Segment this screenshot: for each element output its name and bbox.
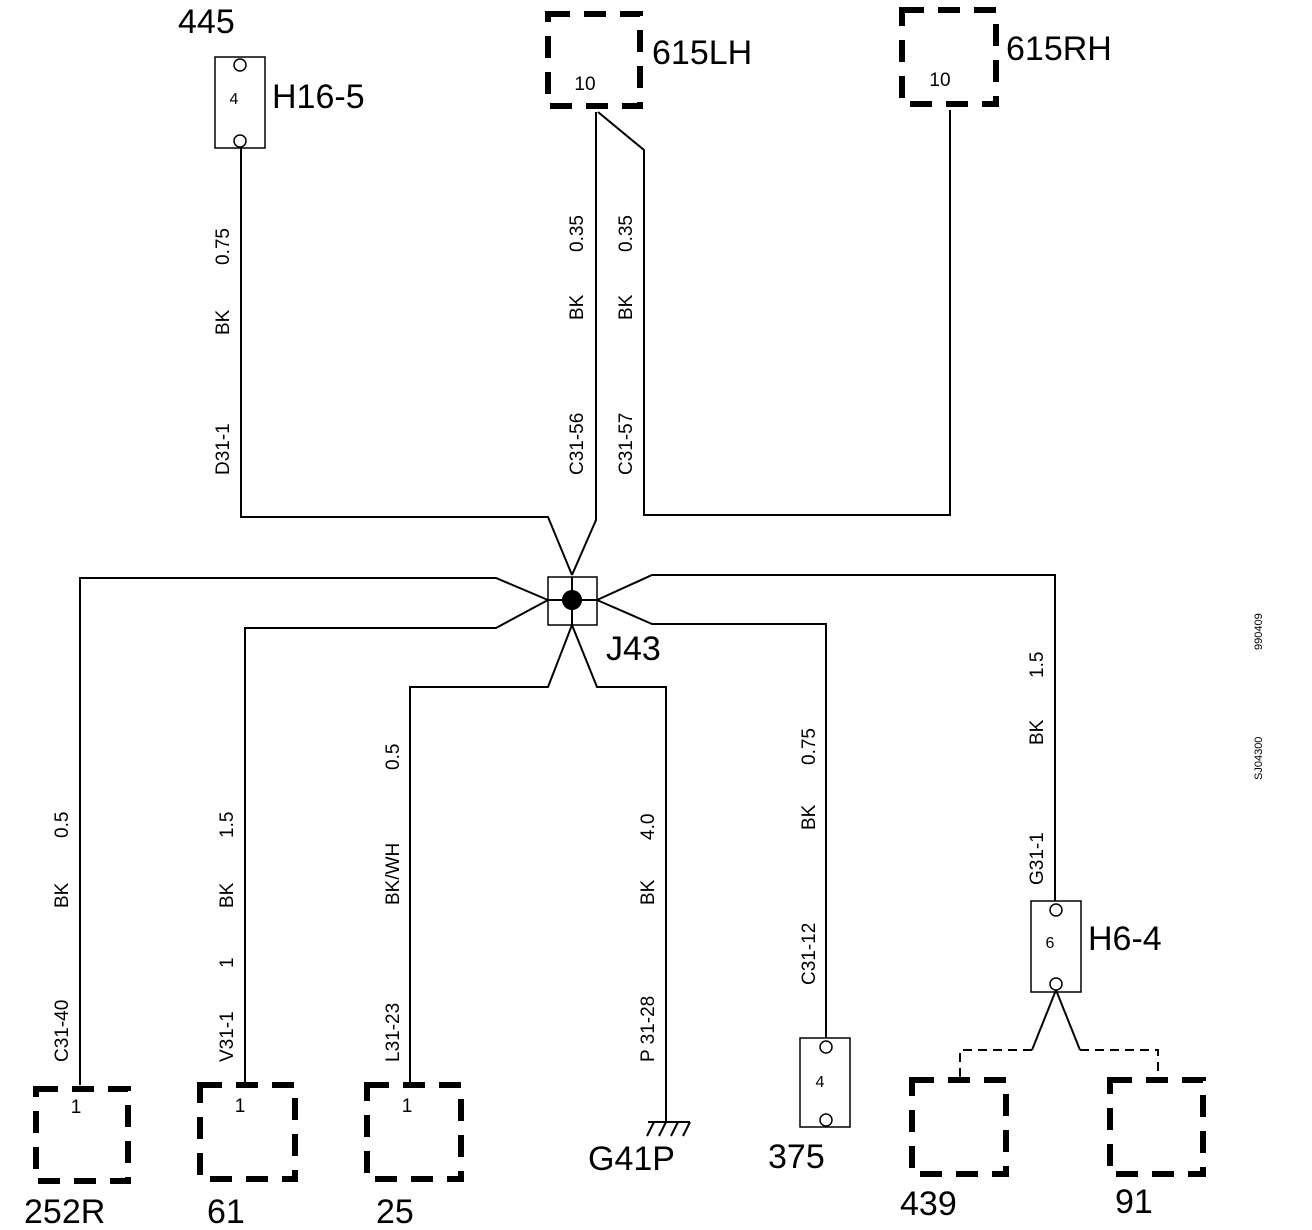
component-label: 439 — [900, 1185, 957, 1223]
component-label: 615LH — [652, 34, 752, 72]
wire-circuit: L31-23 — [383, 1003, 404, 1062]
wire-color: BK — [217, 882, 238, 908]
component-label: 615RH — [1006, 30, 1112, 68]
wire-circuit: C31-40 — [52, 1000, 73, 1062]
pin-number: 10 — [574, 74, 595, 95]
wire-size: 0.5 — [52, 812, 73, 838]
component-615rh: 10 615RH — [899, 7, 1112, 107]
ground-label: G41P — [588, 1140, 675, 1178]
connector-label: H16-5 — [272, 78, 365, 116]
wire-circuit: C31-56 — [567, 413, 588, 475]
wire-color: BK — [638, 879, 659, 905]
wire-25 — [409, 624, 573, 1085]
pin-number: 10 — [929, 70, 950, 91]
wire-circuit: V31-1 — [217, 1011, 238, 1062]
wire-375 — [596, 599, 827, 1040]
component-61: 1 61 — [197, 1082, 298, 1230]
pin-number: 4 — [816, 1074, 825, 1091]
wire-252r — [79, 577, 549, 1085]
pin-top — [819, 1040, 833, 1054]
wire-color: BK — [567, 294, 588, 320]
wire-color: BK — [1027, 719, 1048, 745]
pin-top — [233, 58, 247, 72]
wire-size: 4.0 — [638, 814, 659, 840]
ground-g41p: G41P — [588, 1121, 691, 1178]
wire-size: 0.75 — [799, 728, 820, 765]
wire-extra: 1 — [217, 957, 238, 968]
connector-label: H6-4 — [1088, 920, 1162, 958]
pin-bottom — [819, 1113, 833, 1127]
connector-h6-4: 6 H6-4 — [1030, 900, 1162, 993]
wire-color: BK — [799, 804, 820, 830]
pin-top — [1049, 903, 1063, 917]
pin-bottom — [1049, 977, 1063, 991]
wire-color: BK — [616, 294, 637, 320]
wire-circuit: G31-1 — [1027, 832, 1048, 885]
component-label: 91 — [1115, 1183, 1153, 1221]
wire-61 — [244, 599, 549, 1085]
pin-number: 1 — [71, 1097, 82, 1118]
junction-label: J43 — [606, 630, 661, 668]
junction-j43: J43 — [547, 576, 661, 668]
wire-615rh — [597, 110, 951, 516]
wire-size: 0.75 — [213, 228, 234, 265]
junction-dot — [562, 590, 582, 610]
pin-number: 4 — [230, 91, 239, 108]
pin-number: 6 — [1046, 935, 1055, 952]
wire-color: BK — [213, 309, 234, 335]
side-code-2: SJ04300 — [1253, 737, 1265, 780]
pin-bottom — [233, 134, 247, 148]
wire-ground — [571, 624, 667, 1122]
dashwire-439 — [959, 1049, 1032, 1080]
wire-circuit: C31-57 — [616, 413, 637, 475]
component-445: 445 4 H16-5 — [178, 3, 365, 149]
wire-h6-to-439 — [1031, 989, 1057, 1051]
pin-number: 1 — [402, 1096, 413, 1117]
wire-color: BK/WH — [383, 843, 404, 905]
wire-615lh — [571, 112, 597, 576]
wire-circuit: D31-1 — [213, 423, 234, 475]
wire-size: 0.5 — [383, 744, 404, 770]
component-number: 445 — [178, 3, 235, 41]
wire-color: BK — [52, 882, 73, 908]
component-label: 252R — [24, 1193, 105, 1230]
side-code-1: 990409 — [1253, 613, 1265, 650]
component-25: 1 25 — [364, 1082, 464, 1230]
wire-size: 0.35 — [567, 215, 588, 252]
wire-size: 1.5 — [217, 812, 238, 838]
dashwire-91 — [1080, 1049, 1159, 1080]
wire-circuit: C31-12 — [799, 923, 820, 985]
wire-445 — [240, 148, 573, 576]
wire-h6-to-91 — [1055, 989, 1081, 1051]
component-439: 439 — [900, 1077, 1009, 1223]
component-375: 4 375 — [768, 1037, 851, 1176]
component-615lh: 10 615LH — [545, 11, 752, 109]
wire-size: 0.35 — [616, 215, 637, 252]
pin-number: 1 — [235, 1096, 246, 1117]
wire-h6 — [596, 574, 1056, 903]
component-label: 61 — [207, 1193, 245, 1230]
component-label: 25 — [376, 1193, 414, 1230]
component-label: 375 — [768, 1138, 825, 1176]
wire-size: 1.5 — [1027, 652, 1048, 678]
wire-circuit: P 31-28 — [638, 996, 659, 1062]
component-91: 91 — [1107, 1077, 1206, 1221]
component-252r: 1 252R — [24, 1086, 131, 1230]
